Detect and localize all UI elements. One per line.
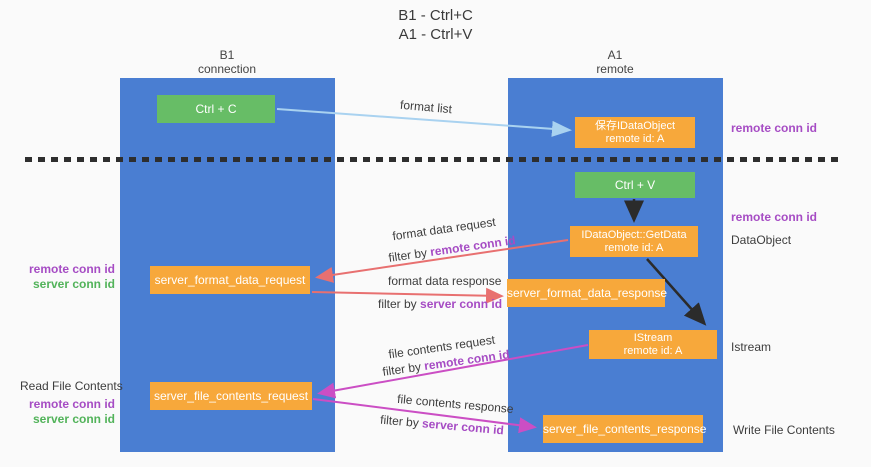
right-column-subtitle: remote (596, 62, 634, 76)
filter-prefix: filter by (387, 245, 428, 265)
dashed-divider (25, 157, 838, 162)
left-label-group-format: remote conn id server conn id (20, 262, 115, 292)
filter-key-remote-conn-id: remote conn id (429, 233, 517, 259)
filter-key-server-conn-id: server conn id (420, 297, 503, 311)
node-save-idataobject-line1: 保存IDataObject (594, 119, 676, 132)
node-ctrl-c-label: Ctrl + C (195, 102, 237, 116)
left-column-subtitle: connection (197, 62, 257, 76)
node-getdata-line1: IDataObject::GetData (581, 228, 687, 241)
right-label-remote-conn-id-mid: remote conn id (731, 210, 818, 224)
right-label-write-file-contents: Write File Contents (733, 423, 835, 437)
right-column-header: A1 remote (548, 48, 682, 76)
left-label-server-conn-id: server conn id (32, 412, 115, 426)
node-server-file-contents-response: server_file_contents_response (543, 415, 707, 443)
flow-label-format-data-response: format data response (388, 274, 502, 288)
left-label-remote-conn-id: remote conn id (28, 397, 115, 411)
node-server-format-data-response-label: server_format_data_response (507, 286, 668, 300)
node-getdata-line2: remote id: A (604, 241, 664, 254)
node-server-format-data-request: server_format_data_request (150, 266, 310, 294)
node-save-idataobject-line2: remote id: A (605, 132, 665, 145)
filter-key-server-conn-id: server conn id (421, 416, 505, 438)
filter-prefix: filter by (379, 412, 420, 430)
node-server-file-contents-response-label: server_file_contents_response (543, 422, 707, 436)
left-label-remote-conn-id: remote conn id (28, 262, 115, 276)
arrow-format-data-response (311, 287, 504, 304)
node-ctrl-c: Ctrl + C (157, 95, 275, 123)
node-save-idataobject: 保存IDataObject remote id: A (575, 117, 695, 148)
right-label-istream: Istream (731, 340, 772, 354)
right-label-remote-conn-id-top: remote conn id (731, 121, 818, 135)
node-istream-line2: remote id: A (623, 344, 683, 357)
node-server-format-data-request-label: server_format_data_request (154, 273, 306, 287)
left-label-read-file-contents: Read File Contents (20, 379, 123, 393)
flow-filter-file-contents-response: filter by server conn id (380, 413, 505, 438)
diagram-title: B1 - Ctrl+C A1 - Ctrl+V (0, 6, 871, 44)
node-istream: IStream remote id: A (589, 330, 717, 359)
left-column-name: B1 (219, 48, 235, 62)
filter-prefix: filter by (381, 359, 422, 379)
title-line-2: A1 - Ctrl+V (398, 26, 473, 43)
node-server-format-data-response: server_format_data_response (507, 279, 668, 307)
node-server-file-contents-request: server_file_contents_request (150, 382, 312, 410)
node-ctrl-v: Ctrl + V (575, 172, 695, 198)
node-server-file-contents-request-label: server_file_contents_request (153, 389, 309, 403)
node-istream-line1: IStream (633, 331, 673, 344)
flow-label-file-contents-response: file contents response (396, 391, 515, 417)
left-label-server-conn-id: server conn id (32, 277, 115, 291)
left-label-group-file: Read File Contents remote conn id server… (20, 379, 123, 427)
right-column-name: A1 (607, 48, 623, 62)
flow-label-format-list: format list (399, 97, 453, 117)
left-column-header: B1 connection (160, 48, 294, 76)
title-line-1: B1 - Ctrl+C (398, 7, 473, 24)
node-ctrl-v-label: Ctrl + V (614, 178, 656, 192)
right-label-dataobject: DataObject (731, 233, 792, 247)
filter-prefix: filter by (378, 297, 417, 311)
flow-filter-format-data-response: filter by server conn id (378, 297, 502, 311)
node-idataobject-getdata: IDataObject::GetData remote id: A (570, 226, 698, 257)
